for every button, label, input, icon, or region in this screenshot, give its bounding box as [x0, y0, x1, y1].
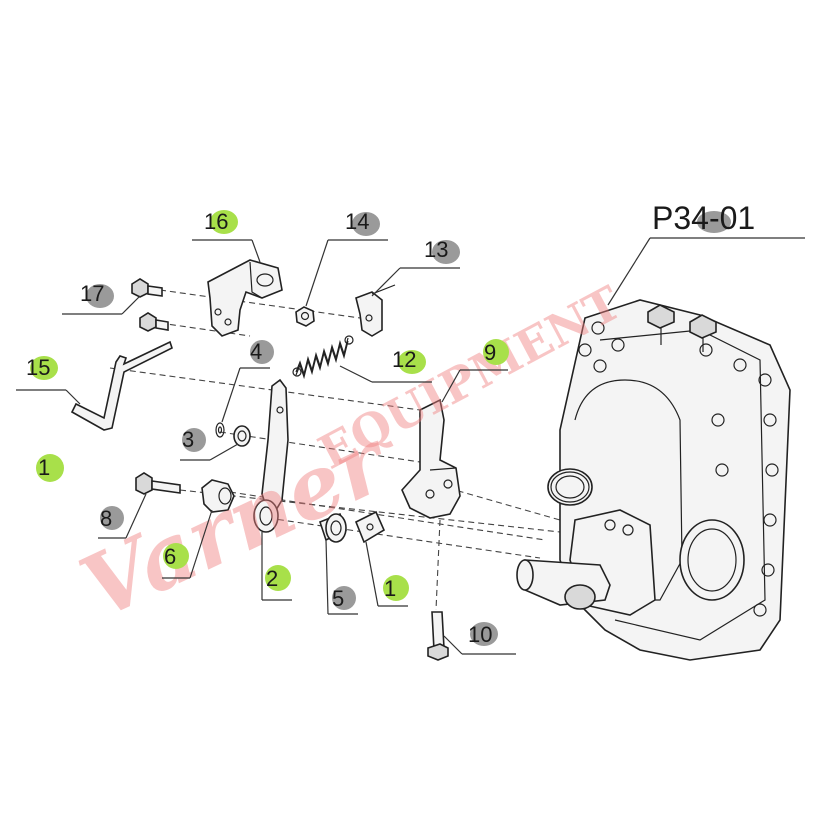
badge-green	[398, 350, 426, 374]
badge-green	[383, 575, 409, 601]
badge-gray	[432, 240, 460, 264]
badge-green	[210, 210, 238, 234]
callout-16: 16	[192, 209, 261, 263]
lever-bracket-part-9	[401, 398, 461, 519]
bolt-part-8	[135, 472, 181, 495]
diagram-code: P34-01	[607, 200, 805, 306]
badge-green	[483, 339, 509, 365]
callout-9: 9	[441, 339, 509, 403]
title-badge	[697, 211, 731, 233]
callout-12: 12	[339, 347, 432, 383]
badge-gray	[250, 340, 274, 364]
callout-1-left: 1	[36, 454, 64, 482]
bushing-part-5	[319, 512, 348, 543]
callout-label: 15	[26, 355, 50, 380]
callout-4: 4	[221, 339, 274, 423]
plate-part-1	[354, 510, 386, 544]
badge-gray	[100, 506, 124, 530]
callout-label: 6	[164, 544, 176, 569]
badge-green	[30, 356, 58, 380]
diagram-code-text: P34-01	[652, 200, 755, 236]
callout-label: 16	[204, 209, 228, 234]
badge-gray	[470, 622, 498, 646]
badge-gray	[332, 586, 356, 610]
callout-label: 8	[100, 506, 112, 531]
callout-2: 2	[261, 532, 292, 601]
bushing-part-3	[233, 425, 251, 447]
title-leader	[607, 237, 651, 306]
rod-part-15	[70, 340, 173, 431]
lever-part-2	[253, 378, 289, 533]
callout-label: 1	[384, 576, 396, 601]
bracket-part-16	[207, 259, 283, 337]
callout-label: 14	[345, 209, 369, 234]
callout-label: 9	[484, 340, 496, 365]
spring-bracket-part-13	[355, 284, 396, 337]
badge-gray	[86, 284, 114, 308]
gearbox-housing	[516, 299, 791, 661]
assembly-lines	[109, 289, 561, 611]
callout-label: 3	[182, 427, 194, 452]
badge-green	[36, 454, 64, 482]
callout-15: 15	[16, 355, 81, 405]
callout-label: 1	[38, 455, 50, 480]
badge-green	[265, 565, 291, 591]
callout-17: 17	[62, 281, 141, 315]
callout-label: 13	[424, 237, 448, 262]
callout-1-right: 1	[365, 541, 409, 607]
bolt-part-10	[427, 611, 449, 661]
callout-8: 8	[98, 493, 147, 539]
callout-label: 5	[332, 586, 344, 611]
badge-gray	[352, 212, 380, 236]
nut-part-14	[295, 306, 315, 327]
spring-part-12	[292, 335, 354, 380]
bolt-part-17	[131, 278, 169, 332]
callout-10: 10	[443, 622, 516, 655]
badge-gray	[182, 428, 206, 452]
callout-3: 3	[180, 427, 239, 461]
callout-label: 4	[250, 339, 262, 364]
callout-label: 12	[392, 347, 416, 372]
knob-part-6	[201, 479, 235, 513]
callout-5: 5	[325, 539, 358, 615]
callout-label: 17	[80, 281, 104, 306]
badge-green	[163, 543, 189, 569]
callout-label: 2	[266, 566, 278, 591]
washer-part-4	[215, 422, 225, 438]
callout-14: 14	[305, 209, 388, 307]
callout-6: 6	[162, 509, 213, 579]
callout-label: 10	[468, 622, 492, 647]
callout-13: 13	[371, 237, 460, 297]
